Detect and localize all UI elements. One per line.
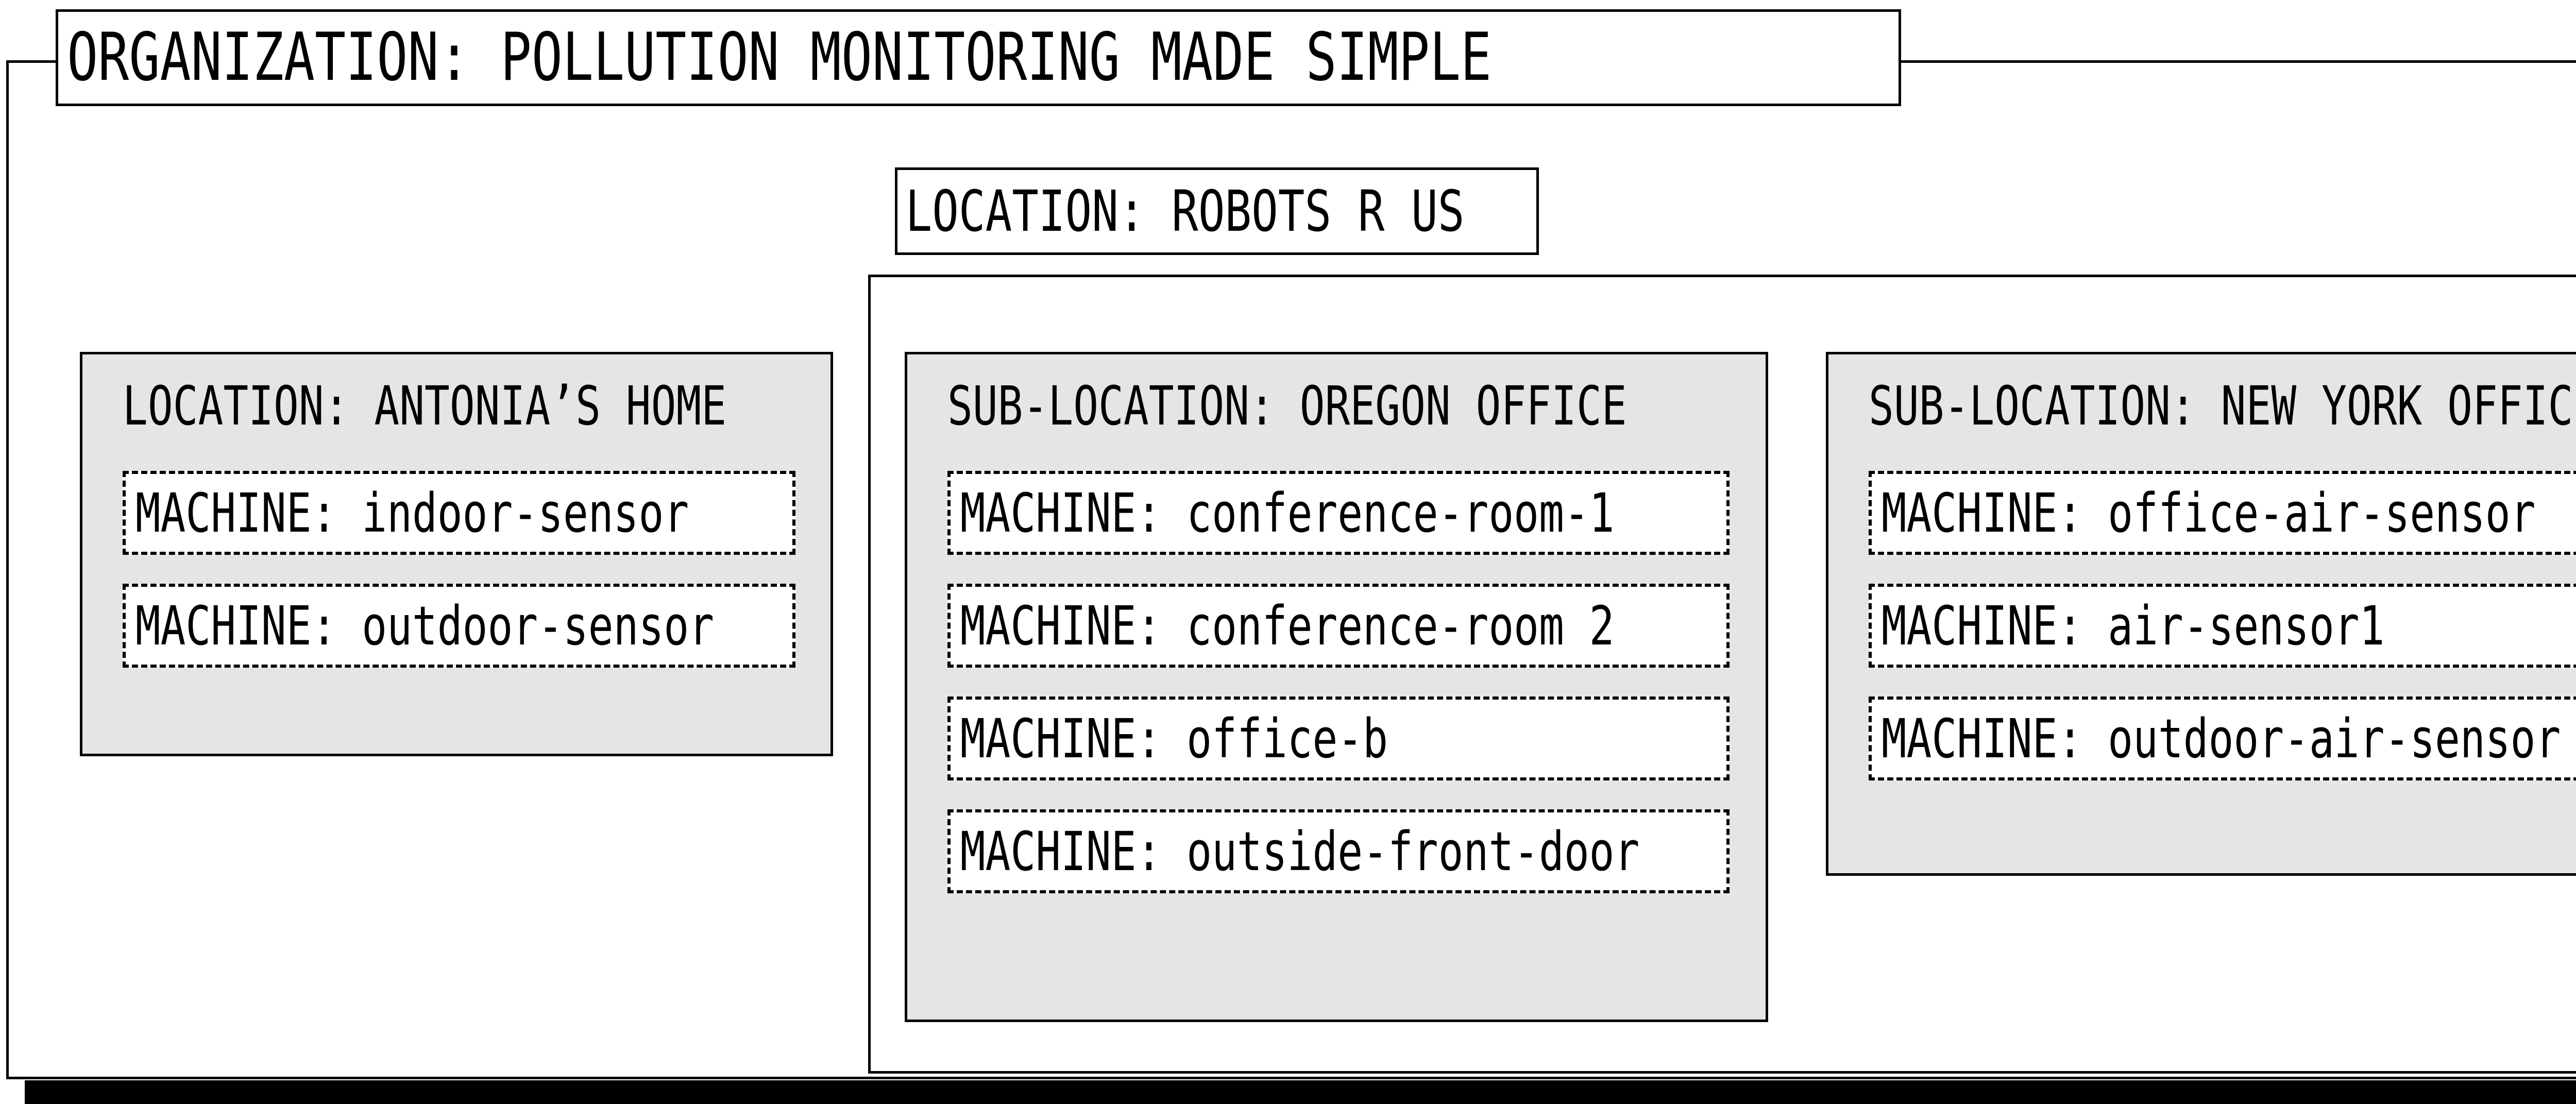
location-robots-r-us-container bbox=[868, 275, 2576, 1074]
machine-office-b-label: MACHINE: office-b bbox=[960, 707, 1388, 770]
machine-outdoor-sensor[interactable]: MACHINE: outdoor-sensor bbox=[123, 584, 795, 668]
sub-location-new-york-office[interactable]: SUB-LOCATION: NEW YORK OFFICE MACHINE: o… bbox=[1826, 352, 2576, 876]
machine-indoor-sensor[interactable]: MACHINE: indoor-sensor bbox=[123, 471, 795, 555]
machine-office-b[interactable]: MACHINE: office-b bbox=[947, 697, 1730, 780]
location-robots-r-us-title: LOCATION: ROBOTS R US bbox=[905, 178, 1465, 244]
machine-outdoor-air-sensor-label: MACHINE: outdoor-air-sensor bbox=[1881, 707, 2561, 770]
machine-outdoor-sensor-label: MACHINE: outdoor-sensor bbox=[135, 594, 715, 657]
machine-office-air-sensor[interactable]: MACHINE: office-air-sensor bbox=[1869, 471, 2576, 555]
machine-air-sensor1[interactable]: MACHINE: air-sensor1 bbox=[1869, 584, 2576, 668]
machine-conference-room-1-label: MACHINE: conference-room-1 bbox=[960, 481, 1615, 545]
machine-outside-front-door[interactable]: MACHINE: outside-front-door bbox=[947, 809, 1730, 893]
machine-outside-front-door-label: MACHINE: outside-front-door bbox=[960, 820, 1640, 883]
organization-title-box: ORGANIZATION: POLLUTION MONITORING MADE … bbox=[56, 9, 1901, 106]
machine-indoor-sensor-label: MACHINE: indoor-sensor bbox=[135, 481, 689, 545]
sub-location-oregon-office-title: SUB-LOCATION: OREGON OFFICE bbox=[947, 375, 1627, 437]
machine-conference-room-1[interactable]: MACHINE: conference-room-1 bbox=[947, 471, 1730, 555]
location-antonias-home-title: LOCATION: ANTONIA’S HOME bbox=[123, 375, 727, 437]
machine-air-sensor1-label: MACHINE: air-sensor1 bbox=[1881, 594, 2385, 657]
sub-location-new-york-office-title: SUB-LOCATION: NEW YORK OFFICE bbox=[1869, 375, 2576, 437]
machine-conference-room-2-label: MACHINE: conference-room 2 bbox=[960, 594, 1615, 657]
machine-office-air-sensor-label: MACHINE: office-air-sensor bbox=[1881, 481, 2536, 545]
machine-outdoor-air-sensor[interactable]: MACHINE: outdoor-air-sensor bbox=[1869, 697, 2576, 780]
location-robots-r-us-title-box: LOCATION: ROBOTS R US bbox=[895, 167, 1539, 255]
location-antonias-home[interactable]: LOCATION: ANTONIA’S HOME MACHINE: indoor… bbox=[80, 352, 833, 756]
frame-band-bottom bbox=[25, 1080, 2576, 1104]
organization-title: ORGANIZATION: POLLUTION MONITORING MADE … bbox=[67, 19, 1492, 96]
sub-location-oregon-office[interactable]: SUB-LOCATION: OREGON OFFICE MACHINE: con… bbox=[905, 352, 1768, 1022]
machine-conference-room-2[interactable]: MACHINE: conference-room 2 bbox=[947, 584, 1730, 668]
organization-container: LOCATION: ANTONIA’S HOME MACHINE: indoor… bbox=[6, 60, 2576, 1079]
